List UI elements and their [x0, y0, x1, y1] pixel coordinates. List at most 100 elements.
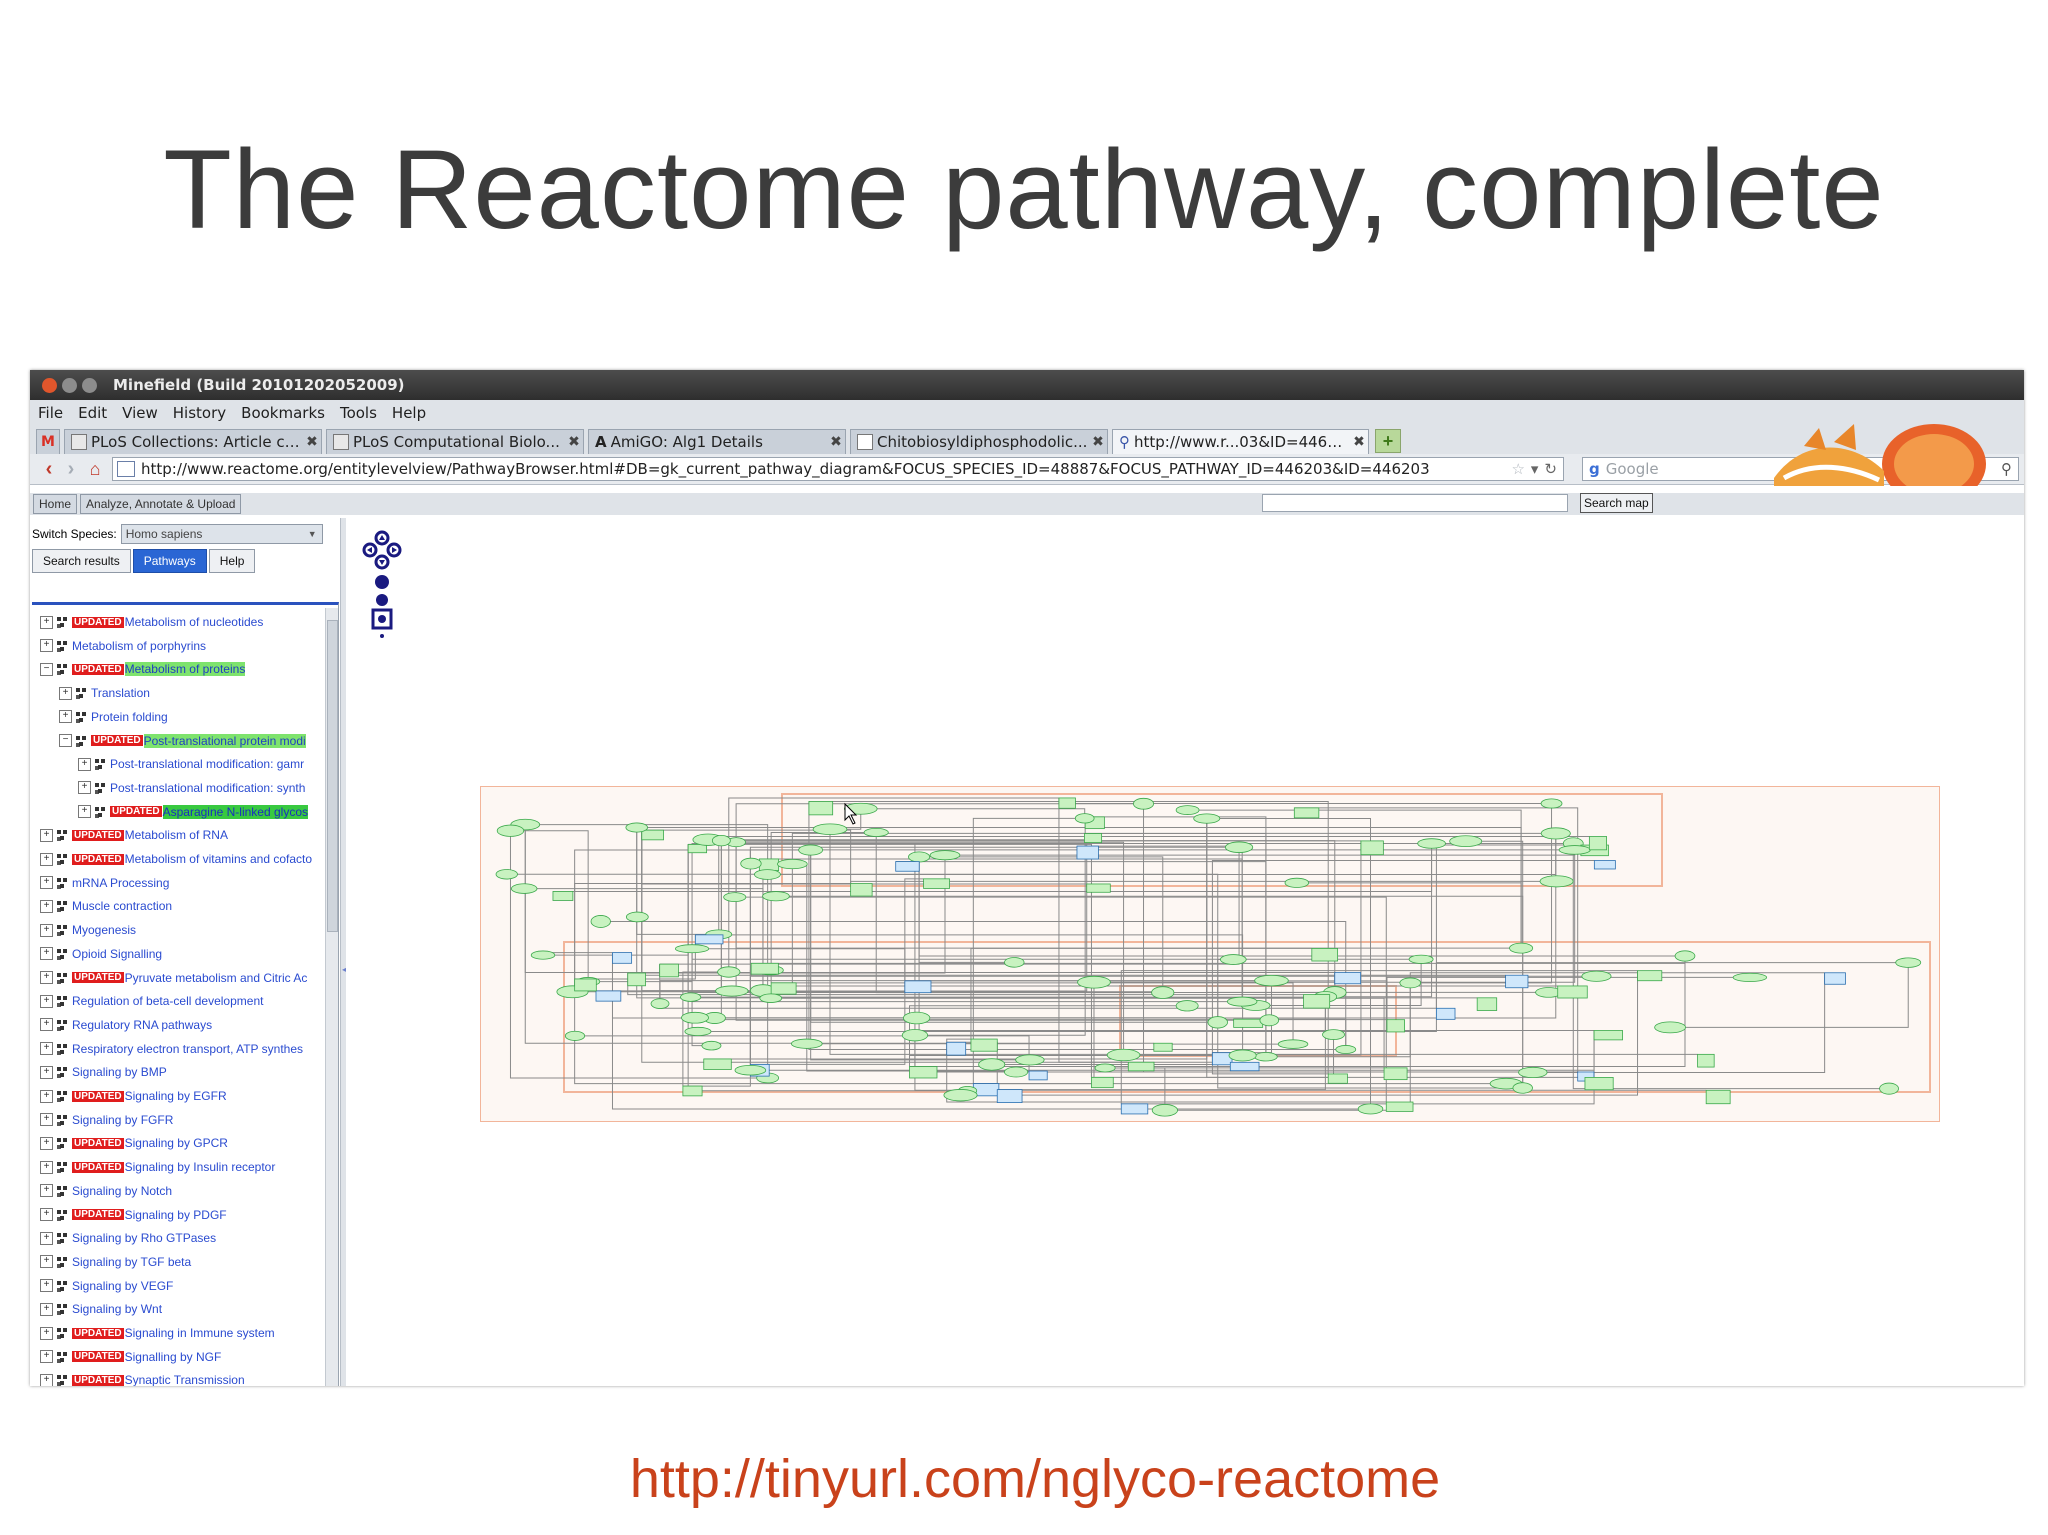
- search-map-button[interactable]: Search map: [1580, 493, 1653, 513]
- tree-item-label[interactable]: Post-translational modification: synth: [110, 780, 306, 795]
- panel-splitter[interactable]: [340, 518, 347, 1386]
- tree-item-label[interactable]: Signaling by GPCR: [124, 1136, 228, 1151]
- tree-item-label[interactable]: Post-translational modification: gamr: [110, 757, 305, 772]
- window-close-button[interactable]: [42, 377, 57, 393]
- menu-bookmarks[interactable]: Bookmarks: [241, 404, 325, 422]
- expand-icon[interactable]: +: [40, 1113, 53, 1127]
- menu-file[interactable]: File: [38, 404, 64, 422]
- new-tab-button[interactable]: +: [1375, 429, 1401, 453]
- home-icon[interactable]: ⌂: [89, 458, 101, 479]
- reload-icon[interactable]: ↻: [1544, 460, 1557, 478]
- tree-item[interactable]: + Signaling by BMP: [40, 1063, 167, 1081]
- tree-item-label[interactable]: Signaling by VEGF: [72, 1278, 174, 1293]
- tree-item[interactable]: + Signaling by VEGF: [40, 1277, 173, 1295]
- collapse-icon[interactable]: −: [40, 662, 53, 676]
- tree-item-label[interactable]: Regulation of beta-cell development: [72, 994, 264, 1009]
- tree-item[interactable]: + Signaling by Notch: [40, 1182, 172, 1200]
- tab-close-icon[interactable]: ✖: [306, 434, 318, 450]
- tab-help[interactable]: Help: [208, 549, 256, 573]
- tree-item[interactable]: + Regulatory RNA pathways: [40, 1016, 212, 1034]
- expand-icon[interactable]: +: [78, 781, 91, 795]
- tab-close-icon[interactable]: ✖: [1092, 434, 1104, 450]
- tree-item-label[interactable]: Signaling by BMP: [72, 1065, 167, 1080]
- tree-item[interactable]: + Signaling by Rho GTPases: [40, 1229, 216, 1247]
- tree-item-label[interactable]: Signaling by Rho GTPases: [72, 1231, 217, 1246]
- expand-icon[interactable]: +: [40, 1231, 53, 1245]
- tab-reactome[interactable]: ⚲ http://www.r...03&ID=446203 ✖: [1112, 429, 1369, 454]
- tree-item-label[interactable]: Regulatory RNA pathways: [72, 1017, 213, 1032]
- bookmark-star-icon[interactable]: ☆: [1511, 460, 1525, 478]
- expand-icon[interactable]: +: [40, 1018, 53, 1032]
- menu-edit[interactable]: Edit: [78, 404, 108, 422]
- tree-item[interactable]: +Signaling by Wnt: [40, 1300, 162, 1318]
- tree-item-label[interactable]: Signaling by Insulin receptor: [124, 1160, 276, 1175]
- tab-amigo[interactable]: A AmiGO: Alg1 Details ✖: [588, 429, 846, 454]
- tree-item[interactable]: +Signaling by TGF beta: [40, 1253, 191, 1271]
- tab-gmail[interactable]: M: [36, 429, 60, 454]
- tab-plos-compbio[interactable]: PLoS Computational Biolo... ✖: [326, 429, 584, 454]
- expand-icon[interactable]: +: [40, 1065, 53, 1079]
- tree-item[interactable]: + Respiratory electron transport, ATP syn…: [40, 1040, 303, 1058]
- tab-pathways[interactable]: Pathways: [132, 549, 207, 573]
- tree-item-label[interactable]: Signaling in Immune system: [124, 1326, 275, 1340]
- tree-item[interactable]: +Metabolism of porphyrins: [40, 637, 206, 655]
- expand-icon[interactable]: +: [40, 1208, 53, 1221]
- expand-icon[interactable]: +: [78, 805, 91, 819]
- tree-item-label[interactable]: Signalling by NGF: [124, 1349, 222, 1364]
- species-select[interactable]: Homo sapiens: [120, 524, 323, 544]
- tree-item-label[interactable]: Signaling by Wnt: [72, 1302, 163, 1317]
- tab-chitobiosyl[interactable]: Chitobiosyldiphosphodolic... ✖: [850, 429, 1108, 454]
- expand-icon[interactable]: +: [40, 828, 53, 842]
- tab-close-icon[interactable]: ✖: [830, 434, 842, 450]
- tree-item-label[interactable]: Myogenesis: [72, 923, 137, 938]
- tree-item[interactable]: + Muscle contraction: [40, 897, 172, 915]
- expand-icon[interactable]: +: [40, 899, 53, 913]
- tree-item-label[interactable]: Muscle contraction: [72, 899, 173, 914]
- expand-icon[interactable]: +: [40, 923, 53, 937]
- tree-scrollbar[interactable]: [325, 608, 338, 1386]
- tree-item[interactable]: +Protein folding: [59, 708, 168, 726]
- expand-icon[interactable]: +: [59, 686, 72, 700]
- expand-icon[interactable]: +: [40, 1255, 53, 1269]
- expand-icon[interactable]: +: [40, 1160, 53, 1174]
- expand-icon[interactable]: +: [78, 757, 91, 771]
- expand-icon[interactable]: +: [40, 1279, 53, 1293]
- expand-icon[interactable]: +: [40, 1042, 53, 1056]
- expand-icon[interactable]: +: [40, 1089, 53, 1103]
- window-minimize-button[interactable]: [62, 377, 77, 393]
- menu-history[interactable]: History: [172, 404, 227, 422]
- tree-item-label[interactable]: Metabolism of RNA: [124, 828, 228, 843]
- expand-icon[interactable]: +: [40, 1326, 53, 1340]
- tree-item-label[interactable]: mRNA Processing: [72, 875, 170, 890]
- tree-item-label[interactable]: Metabolism of nucleotides: [124, 615, 264, 629]
- back-arrow-icon[interactable]: ‹: [45, 457, 53, 480]
- tree-item[interactable]: +Signaling by FGFR: [40, 1111, 173, 1129]
- expand-icon[interactable]: +: [40, 1184, 53, 1198]
- tree-item-label[interactable]: Metabolism of porphyrins: [72, 638, 207, 653]
- home-button[interactable]: Home: [33, 494, 78, 514]
- tab-close-icon[interactable]: ✖: [568, 434, 580, 450]
- map-navigation-control[interactable]: [362, 530, 402, 640]
- collapse-icon[interactable]: −: [59, 734, 72, 747]
- map-search-input[interactable]: [1262, 494, 1568, 512]
- analyze-button[interactable]: Analyze, Annotate & Upload: [80, 494, 242, 514]
- tree-item-label[interactable]: Protein folding: [91, 709, 168, 724]
- tab-plos-collections[interactable]: PLoS Collections: Article co... ✖: [64, 429, 322, 454]
- menu-view[interactable]: View: [122, 404, 158, 422]
- expand-icon[interactable]: +: [40, 971, 53, 984]
- tree-item-label[interactable]: Respiratory electron transport, ATP synt…: [72, 1041, 303, 1056]
- url-bar[interactable]: http://www.reactome.org/entitylevelview/…: [112, 457, 1564, 481]
- tree-item-label[interactable]: Pyruvate metabolism and Citric Ac: [124, 970, 308, 985]
- tree-item-label[interactable]: Signaling by Notch: [72, 1183, 173, 1198]
- pathway-diagram[interactable]: [480, 786, 1940, 1122]
